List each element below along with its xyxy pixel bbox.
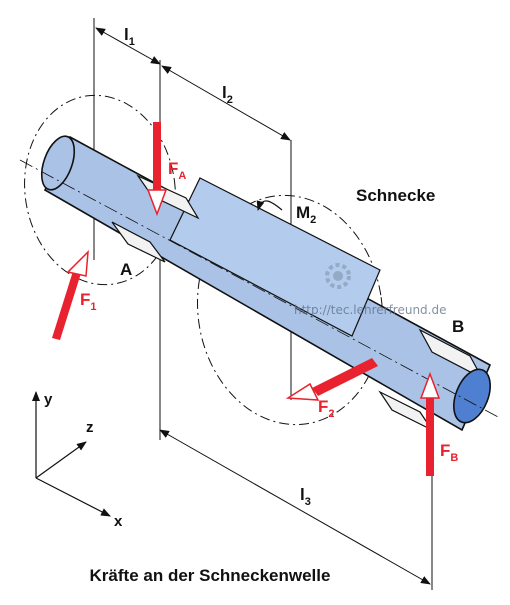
bearing-a	[111, 221, 166, 263]
svg-text:F1: F1	[80, 290, 97, 313]
svg-text:B: B	[452, 317, 464, 336]
svg-text:Schnecke: Schnecke	[356, 186, 435, 205]
forces	[52, 122, 441, 476]
labels: l1 l2 l3 FA FB F1 F2 M2 A B Schnecke y z…	[44, 25, 464, 530]
axes	[32, 391, 111, 517]
watermark: http://tec.lehrerfreund.de	[294, 263, 447, 317]
moment-m2-arc	[256, 200, 283, 211]
svg-text:http://tec.lehrerfreund.de: http://tec.lehrerfreund.de	[294, 303, 447, 317]
svg-text:FB: FB	[440, 441, 458, 464]
svg-text:FA: FA	[168, 159, 186, 182]
force-fb-arrow	[419, 371, 441, 399]
svg-text:l1: l1	[124, 25, 135, 48]
svg-text:z: z	[86, 419, 94, 436]
shaft-end	[453, 368, 491, 424]
dim-l3	[159, 429, 431, 585]
svg-text:l2: l2	[222, 83, 233, 106]
wheel-outlines	[24, 94, 383, 426]
svg-text:x: x	[114, 513, 123, 530]
svg-text:M2: M2	[296, 203, 316, 226]
svg-text:F2: F2	[318, 397, 335, 420]
figure-caption: Kräfte an der Schneckenwelle	[89, 566, 331, 585]
svg-text:l3: l3	[300, 485, 311, 508]
dim-l1	[95, 27, 161, 65]
force-f2-arrow	[285, 382, 320, 401]
force-fa-arrow	[146, 189, 168, 217]
dim-l2	[161, 65, 291, 141]
force-f1-arrow	[66, 250, 89, 277]
gear-icon	[325, 263, 351, 289]
svg-text:y: y	[44, 391, 53, 408]
svg-text:A: A	[120, 260, 132, 279]
